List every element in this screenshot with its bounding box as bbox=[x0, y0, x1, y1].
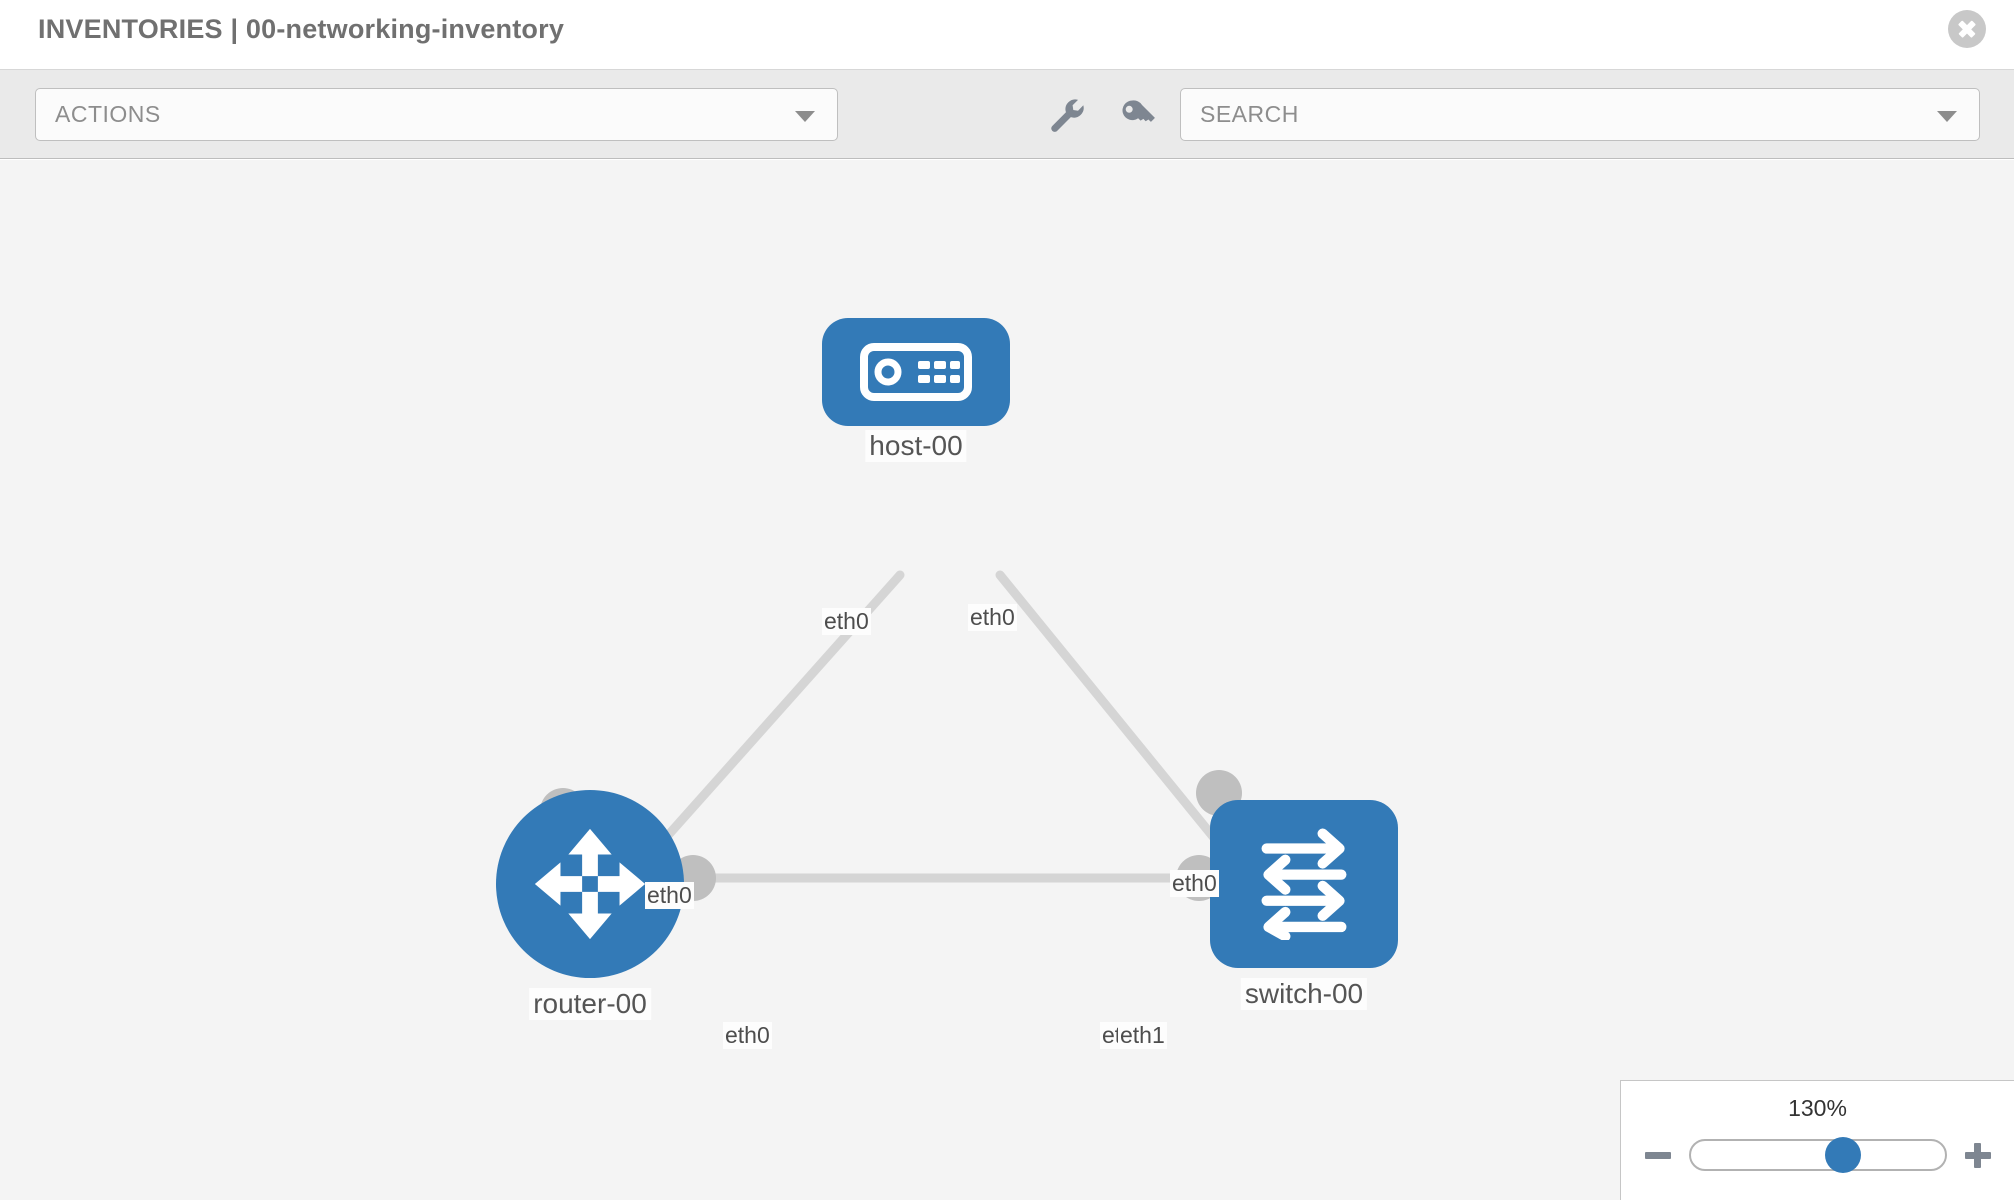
edge-label-switch-left-b: eth1 bbox=[1118, 1022, 1167, 1049]
node-switch-00-shape[interactable] bbox=[1210, 800, 1398, 968]
search-input[interactable]: SEARCH bbox=[1180, 88, 1980, 141]
key-icon[interactable] bbox=[1118, 96, 1160, 138]
edge-label-router-top: eth0 bbox=[645, 882, 694, 909]
zoom-in-button[interactable] bbox=[1963, 1140, 1993, 1170]
node-switch-00-label: switch-00 bbox=[1240, 978, 1368, 1010]
chevron-down-icon bbox=[795, 110, 815, 122]
edge-label-host-right: eth0 bbox=[968, 604, 1017, 631]
zoom-out-button[interactable] bbox=[1643, 1140, 1673, 1170]
zoom-level-value: 130% bbox=[1788, 1095, 1847, 1121]
server-icon bbox=[860, 343, 972, 401]
zoom-panel: 130% bbox=[1620, 1080, 2014, 1200]
zoom-slider-track[interactable] bbox=[1688, 1137, 1947, 1173]
page-header: INVENTORIES | 00-networking-inventory bbox=[0, 0, 2014, 70]
chevron-down-icon bbox=[1937, 110, 1957, 122]
router-arrows-icon bbox=[534, 828, 646, 940]
close-icon[interactable] bbox=[1948, 10, 1986, 48]
topology-canvas[interactable]: host-00 router-00 bbox=[0, 160, 2014, 1200]
switch-arrows-icon bbox=[1261, 828, 1347, 940]
node-router-00[interactable]: router-00 bbox=[496, 790, 684, 1020]
zoom-slider-thumb[interactable] bbox=[1824, 1137, 1861, 1173]
edge-label-switch-top: eth0 bbox=[1170, 870, 1219, 897]
wrench-icon[interactable] bbox=[1046, 96, 1088, 138]
node-host-00-shape[interactable] bbox=[822, 318, 1010, 426]
topology-links bbox=[625, 570, 1237, 883]
node-host-00-label: host-00 bbox=[865, 430, 967, 462]
page-title: INVENTORIES | 00-networking-inventory bbox=[38, 14, 565, 44]
actions-dropdown-label: ACTIONS bbox=[55, 101, 161, 127]
actions-dropdown[interactable]: ACTIONS bbox=[35, 88, 838, 141]
edge-label-router-right: eth0 bbox=[723, 1022, 772, 1049]
node-host-00[interactable]: host-00 bbox=[822, 318, 1010, 462]
toolbar: ACTIONS SEARCH bbox=[0, 70, 2014, 159]
edge-label-host-left: eth0 bbox=[822, 608, 871, 635]
link-host-switch bbox=[995, 570, 1237, 865]
node-router-00-label: router-00 bbox=[529, 988, 651, 1020]
zoom-controls bbox=[1621, 1137, 2014, 1173]
node-switch-00[interactable]: switch-00 bbox=[1210, 800, 1398, 1010]
search-placeholder: SEARCH bbox=[1200, 101, 1299, 127]
